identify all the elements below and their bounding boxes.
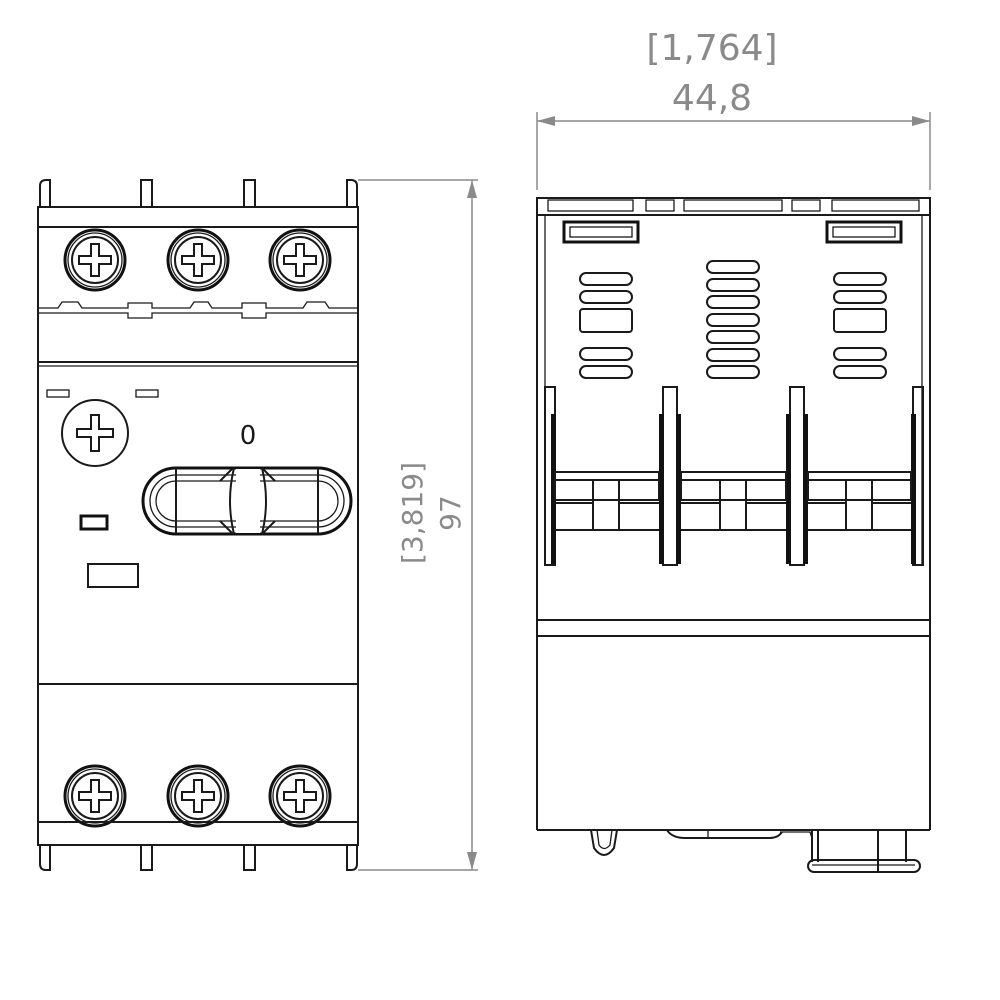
vent-slots-left <box>579 272 633 379</box>
screw-icon <box>63 764 127 828</box>
vent-slots-right <box>833 272 887 379</box>
terminal-clamps <box>554 471 912 531</box>
front-view: 0 <box>37 179 359 871</box>
screw-icon <box>268 764 332 828</box>
width-dimension-inches: [1,764] <box>646 28 777 69</box>
screw-icon <box>63 228 127 292</box>
adjustment-screw-icon[interactable] <box>61 399 129 467</box>
width-dimension-mm: 44,8 <box>672 78 752 119</box>
top-terminal-screws <box>63 228 332 292</box>
height-dimension-mm: 97 <box>434 495 467 531</box>
height-dimension: [3,819] 97 <box>358 179 478 871</box>
vent-slots-center <box>706 260 760 379</box>
switch-label: 0 <box>240 421 257 451</box>
screw-icon <box>166 764 230 828</box>
width-dimension: [1,764] 44,8 <box>536 28 931 190</box>
rotary-switch[interactable] <box>141 466 353 536</box>
side-view <box>536 197 931 873</box>
screw-icon <box>166 228 230 292</box>
height-dimension-inches: [3,819] <box>396 462 429 564</box>
screw-icon <box>268 228 332 292</box>
bottom-terminal-screws <box>63 764 332 828</box>
